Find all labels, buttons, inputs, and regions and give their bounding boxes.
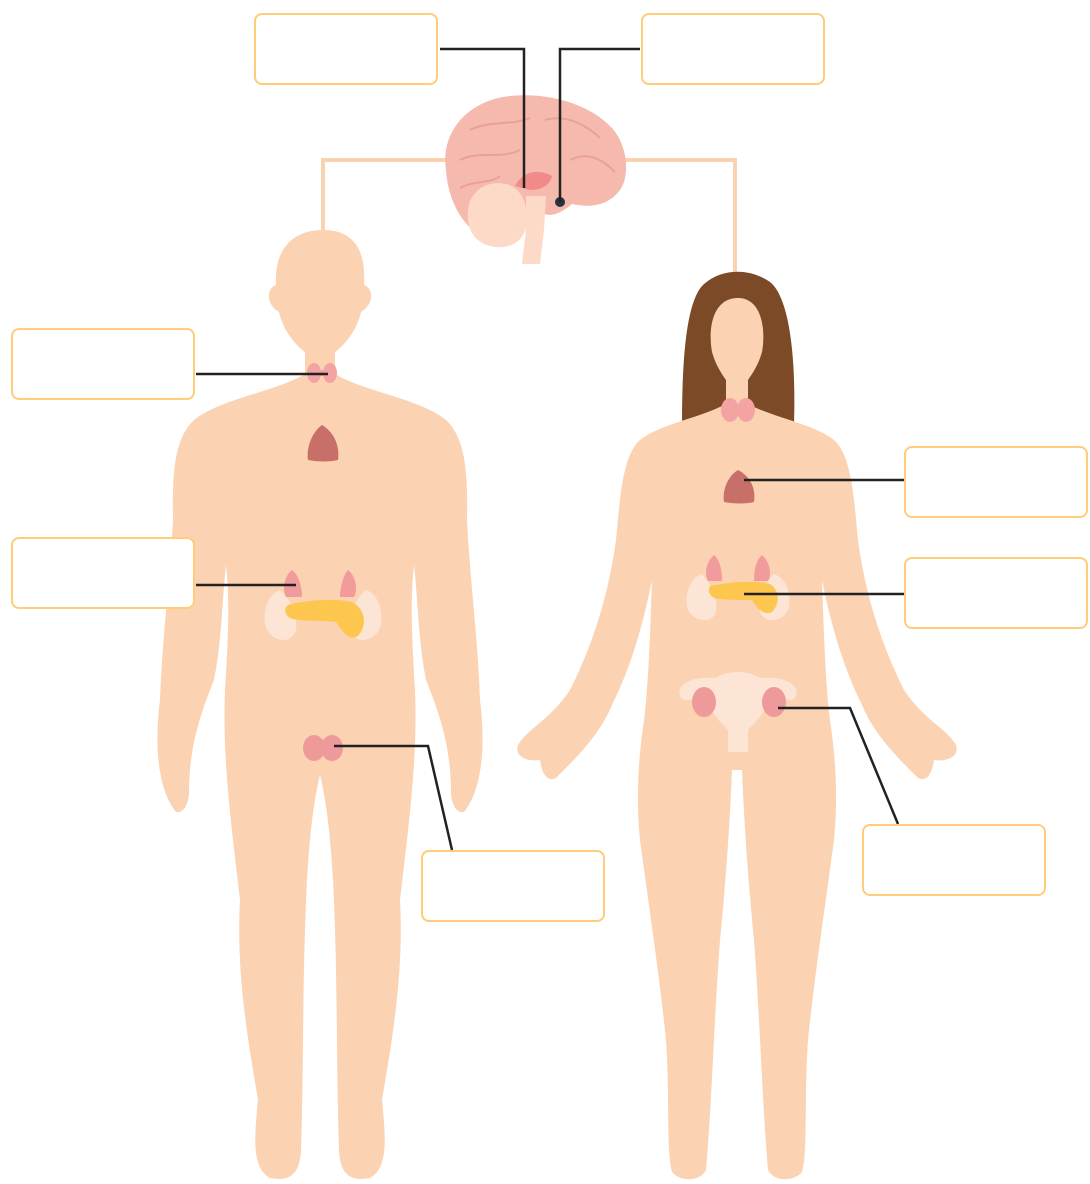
brain-to-male-connector [323, 160, 448, 232]
female-ovary-left [692, 687, 716, 717]
pancreas-label-box[interactable] [904, 557, 1088, 629]
ovaries-label-box[interactable] [862, 824, 1046, 896]
thymus-label-box[interactable] [904, 446, 1088, 518]
female-ovary-right [762, 687, 786, 717]
brain-cerebellum [468, 183, 527, 247]
male-figure [157, 230, 482, 1179]
testes-label-box[interactable] [421, 850, 605, 922]
hypothalamus-label-box[interactable] [254, 13, 438, 85]
brain-to-female-connector [622, 160, 735, 274]
female-figure [517, 272, 956, 1180]
pituitary-label-box[interactable] [641, 13, 825, 85]
adrenal-label-box[interactable] [11, 537, 195, 609]
brain [445, 95, 626, 264]
thyroid-label-box[interactable] [11, 328, 195, 400]
